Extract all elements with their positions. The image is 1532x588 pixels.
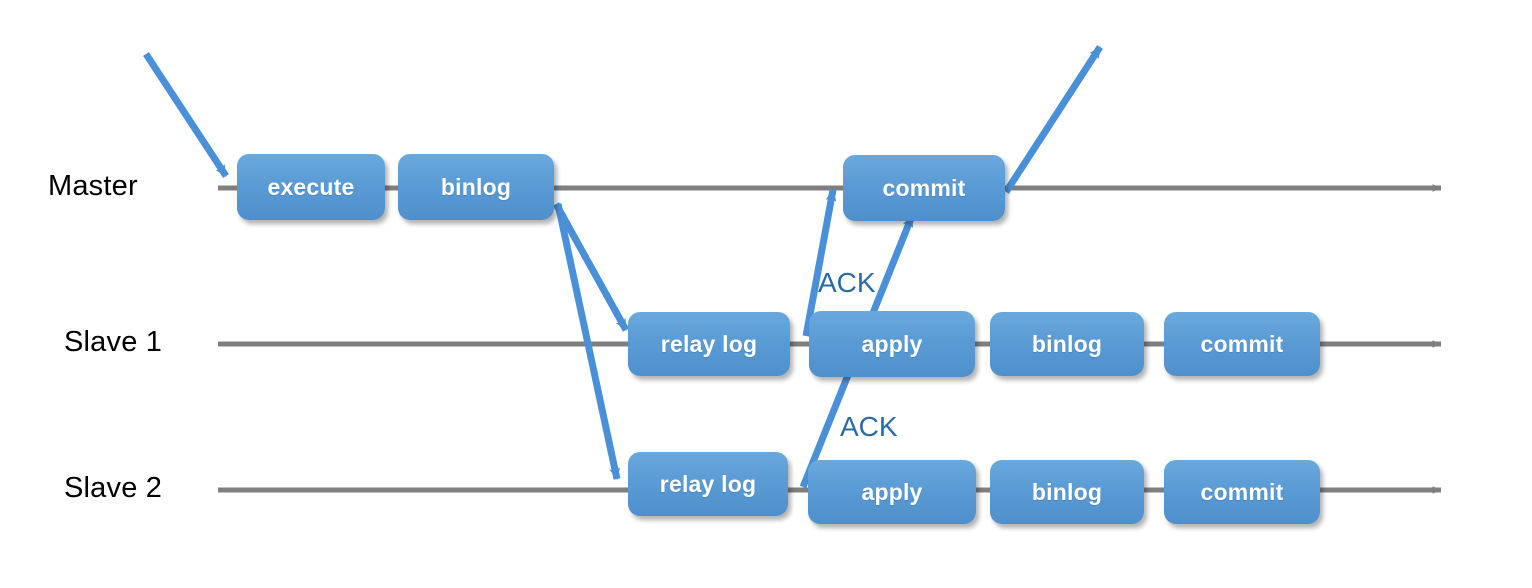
slave2-binlog[interactable]: binlog bbox=[990, 460, 1144, 524]
lane-label-master: Master bbox=[48, 170, 138, 202]
binlog-to-slave1-arrow bbox=[552, 202, 630, 332]
binlog-to-slave2-arrow bbox=[554, 203, 621, 480]
ack-label-slave2: ACK bbox=[840, 411, 898, 442]
slave1-relay-log[interactable]: relay log bbox=[628, 312, 790, 376]
slave2-relay-log[interactable]: relay log bbox=[628, 452, 788, 516]
slave1-ack-arrow bbox=[802, 189, 837, 337]
slave2-apply[interactable]: apply bbox=[808, 460, 976, 524]
slave1-binlog[interactable]: binlog bbox=[990, 312, 1144, 376]
incoming-request-arrow bbox=[143, 52, 229, 178]
slave2-commit[interactable]: commit bbox=[1164, 460, 1320, 524]
master-binlog[interactable]: binlog bbox=[398, 154, 554, 220]
lane-label-slave2: Slave 2 bbox=[64, 472, 163, 504]
ack-label-slave1: ACK bbox=[818, 267, 876, 298]
commit-response-arrow bbox=[1003, 45, 1103, 194]
master-commit[interactable]: commit bbox=[843, 155, 1005, 221]
slave1-apply[interactable]: apply bbox=[809, 311, 975, 377]
slave1-commit[interactable]: commit bbox=[1164, 312, 1320, 376]
master-execute[interactable]: execute bbox=[237, 154, 385, 220]
lane-label-slave1: Slave 1 bbox=[64, 326, 163, 358]
flow-arrows bbox=[143, 45, 1103, 489]
